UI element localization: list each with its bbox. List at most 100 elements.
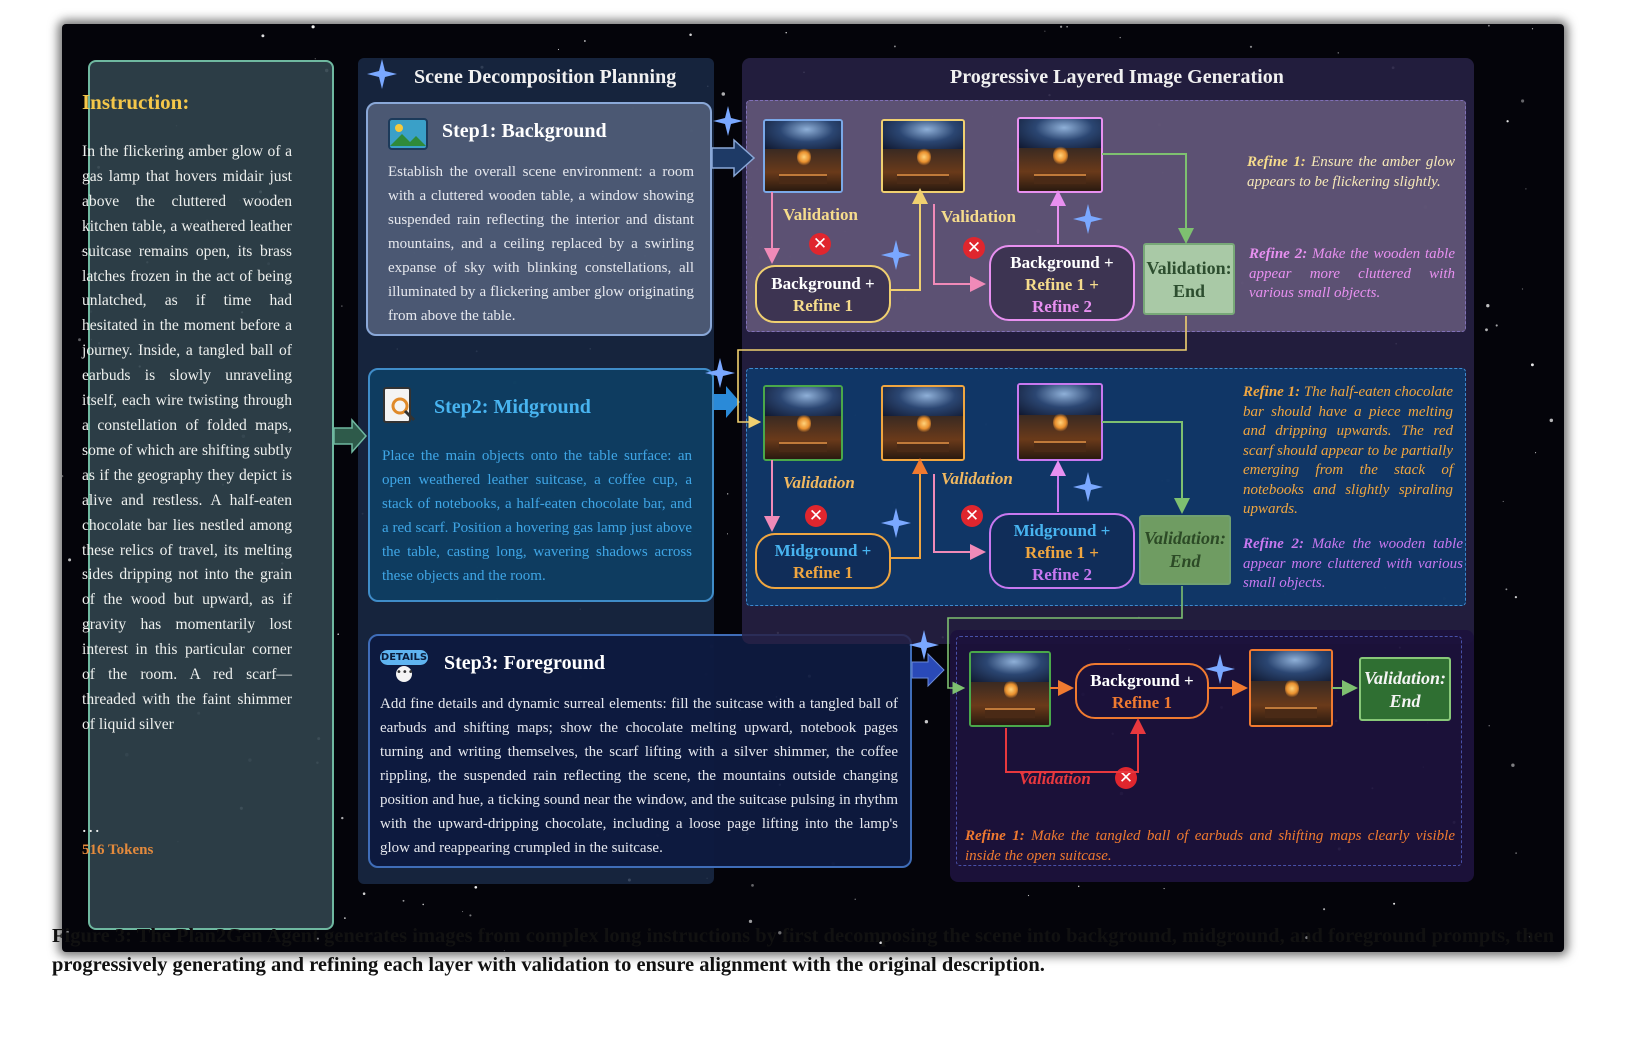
star	[1163, 888, 1165, 890]
step1-card: Step1: Background Establish the overall …	[366, 102, 712, 336]
step3-card: DETAILS ••• Step3: Foreground Add fine d…	[368, 634, 912, 868]
node-line: Midground +	[774, 541, 872, 560]
star	[1521, 288, 1524, 290]
midground-image-3	[1017, 383, 1103, 461]
star	[344, 917, 346, 919]
details-badge-icon: DETAILS •••	[380, 650, 428, 682]
star	[1521, 99, 1525, 103]
instruction-text: In the flickering amber glow of a gas la…	[82, 143, 292, 733]
star	[66, 930, 69, 934]
background-image-2	[881, 119, 965, 193]
caption-text: The Plan2Gen Agent generates images from…	[52, 925, 1555, 976]
midground-image-2	[881, 385, 965, 461]
star	[1059, 25, 1063, 28]
refine2-text: Make the wooden table appear more clutte…	[1243, 536, 1464, 591]
star	[1487, 24, 1490, 27]
star	[1525, 188, 1527, 190]
star	[337, 633, 340, 635]
star	[893, 45, 896, 48]
end-line: Validation:	[1146, 258, 1232, 278]
step2-card: Step2: Midground Place the main objects …	[368, 368, 714, 602]
star	[78, 338, 81, 342]
star	[1495, 324, 1498, 327]
midground-layer-row: Validation ✕ Validation ✕ Midground + Re…	[746, 368, 1466, 606]
refine1-label: Refine 1:	[965, 828, 1025, 844]
refine1-label: Refine 1:	[1247, 154, 1306, 170]
background-layer-row: Validation ✕ Validation ✕ Background + R…	[746, 100, 1466, 332]
refine2-note: Refine 2: Make the wooden table appear m…	[1243, 535, 1463, 594]
star	[1066, 25, 1068, 28]
fail-icon: ✕	[805, 505, 827, 527]
step3-title: Step3: Foreground	[444, 652, 605, 674]
validation-end-node: Validation: End	[1143, 243, 1235, 315]
refine2-note: Refine 2: Make the wooden table appear m…	[1249, 245, 1455, 304]
planning-title: Scene Decomposition Planning	[414, 66, 677, 88]
end-line: End	[1389, 691, 1421, 711]
fail-icon: ✕	[961, 505, 983, 527]
foreground-layer-row: Background + Refine 1 Validation: End Va…	[956, 636, 1462, 866]
star	[1488, 725, 1490, 727]
node-line: Refine 2	[1032, 297, 1092, 316]
star	[1511, 763, 1515, 767]
node-line: Refine 1 +	[1025, 275, 1099, 294]
star	[1549, 418, 1554, 423]
star	[1323, 908, 1326, 911]
node-line: Background +	[771, 274, 875, 293]
instruction-panel	[88, 60, 334, 930]
star	[689, 33, 692, 36]
star	[727, 493, 729, 495]
star	[402, 899, 405, 902]
speech-bubble-icon: •••	[396, 666, 414, 682]
foreground-image-2	[1249, 649, 1333, 727]
star	[879, 941, 883, 945]
star	[1515, 852, 1517, 854]
star	[1305, 936, 1309, 940]
validation-label: Validation	[941, 469, 1013, 488]
star	[557, 48, 560, 51]
validation-label: Validation	[783, 473, 855, 492]
star	[261, 34, 265, 38]
star	[68, 558, 72, 562]
star	[316, 937, 319, 940]
star	[1531, 28, 1534, 30]
instruction-ellipsis: ...	[82, 816, 102, 836]
refine1-note: Refine 1: The half-eaten chocolate bar s…	[1243, 383, 1453, 520]
validation-label: Validation	[783, 205, 858, 224]
refine1-note: Refine 1: Make the tangled ball of earbu…	[965, 827, 1455, 866]
sparkle-icon	[367, 59, 397, 89]
caption-label: Figure 3:	[52, 925, 132, 947]
star	[1119, 36, 1121, 39]
star	[1528, 935, 1531, 938]
figure-panel: Instruction: In the flickering amber glo…	[62, 24, 1564, 952]
star	[62, 475, 64, 478]
star	[721, 372, 724, 376]
star	[1505, 588, 1508, 591]
star	[854, 898, 856, 900]
midground-refine1-node: Midground + Refine 1	[755, 533, 891, 589]
star	[1393, 902, 1396, 905]
node-line: Refine 2	[1032, 565, 1092, 584]
star	[81, 251, 83, 253]
node-line: Background +	[1010, 253, 1114, 272]
star	[1027, 894, 1030, 897]
foreground-image-1	[969, 651, 1051, 727]
star	[721, 92, 726, 96]
star	[751, 884, 754, 887]
star	[1486, 304, 1490, 308]
star	[474, 885, 478, 889]
landscape-picture-icon	[388, 118, 428, 150]
star	[422, 903, 425, 906]
refine2-label: Refine 2:	[1249, 246, 1308, 262]
background-image-3	[1017, 117, 1103, 193]
star	[462, 911, 464, 913]
refine1-text: Make the tangled ball of earbuds and shi…	[965, 828, 1455, 864]
node-line: Background +	[1090, 671, 1194, 690]
refine2-text: Make the wooden table appear more clutte…	[1249, 246, 1455, 301]
end-line: End	[1172, 281, 1206, 301]
star	[1535, 452, 1537, 454]
refine2-label: Refine 2:	[1243, 536, 1304, 552]
midground-image-1	[763, 385, 843, 461]
star	[341, 305, 343, 307]
step3-text: Add fine details and dynamic surreal ele…	[380, 696, 898, 856]
star	[362, 892, 366, 895]
